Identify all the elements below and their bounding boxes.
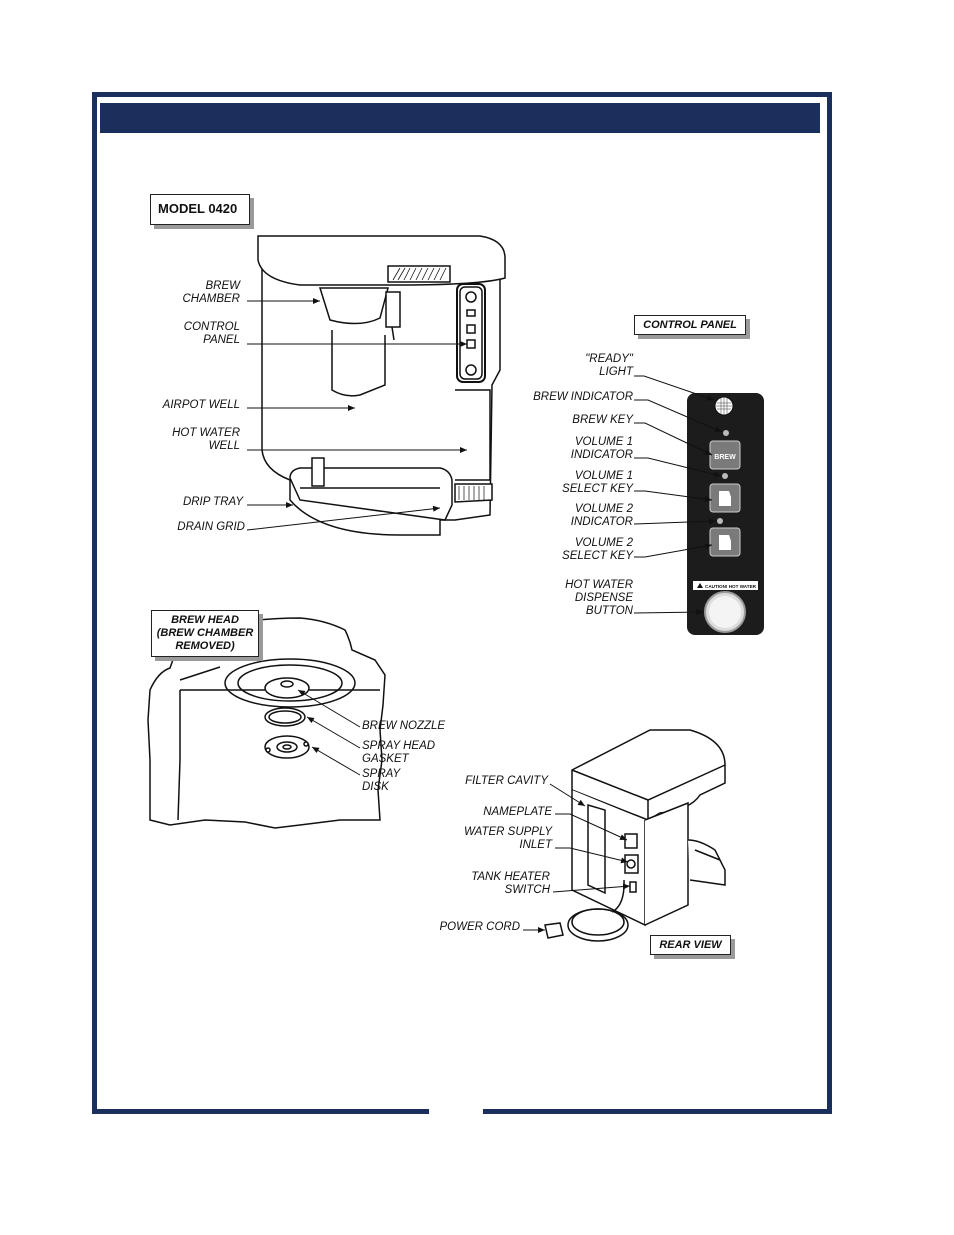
- brew-head-graphic: [147, 617, 386, 829]
- rear-view-graphic: [544, 729, 726, 942]
- caution-text: CAUTION! HOT WATER: [705, 584, 757, 589]
- label-drain-grid: DRAIN GRID: [177, 521, 245, 533]
- control-panel-leaders: [633, 375, 723, 616]
- brew-head-leaders: [297, 689, 361, 776]
- label-ready-light: "READY" LIGHT: [585, 353, 633, 378]
- rear-view-label-box: REAR VIEW: [650, 935, 731, 955]
- label-volume2-indicator: VOLUME 2 INDICATOR: [570, 503, 633, 528]
- control-panel-graphic: [687, 393, 764, 635]
- front-view-machine: [257, 235, 506, 536]
- label-tank-heater-switch: TANK HEATER SWITCH: [471, 871, 550, 896]
- frame-bottom-right: [483, 1109, 832, 1114]
- label-volume2-select-key: VOLUME 2 SELECT KEY: [562, 537, 633, 562]
- label-control-panel: CONTROL PANEL: [183, 321, 240, 346]
- brew-key-text: BREW: [714, 454, 736, 461]
- brew-head-label-box: BREW HEAD (BREW CHAMBER REMOVED): [151, 610, 259, 657]
- label-spray-head-gasket: SPRAY HEAD GASKET: [362, 740, 436, 765]
- label-volume1-select-key: VOLUME 1 SELECT KEY: [562, 470, 633, 495]
- page-frame: [92, 92, 832, 1114]
- label-airpot-well: AIRPOT WELL: [162, 399, 240, 411]
- label-power-cord: POWER CORD: [439, 921, 521, 933]
- label-hot-water-well: HOT WATER WELL: [172, 427, 240, 452]
- label-water-supply-inlet: WATER SUPPLY INLET: [464, 826, 552, 851]
- rear-view-leaders: [523, 783, 631, 933]
- label-drip-tray: DRIP TRAY: [182, 496, 243, 508]
- front-view-leaders: [246, 298, 467, 531]
- label-brew-chamber: BREW CHAMBER: [182, 280, 240, 305]
- model-label-box: MODEL 0420: [150, 194, 250, 225]
- label-filter-cavity: FILTER CAVITY: [465, 775, 548, 787]
- label-nameplate: NAMEPLATE: [483, 806, 552, 818]
- frame-bottom-left: [92, 1109, 429, 1114]
- label-brew-key: BREW KEY: [572, 414, 633, 426]
- header-bar: [100, 103, 820, 133]
- label-brew-nozzle: BREW NOZZLE: [362, 720, 446, 732]
- control-panel-label-box: CONTROL PANEL: [634, 315, 746, 335]
- label-spray-disk: SPRAY DISK: [362, 768, 401, 793]
- label-volume1-indicator: VOLUME 1 INDICATOR: [570, 436, 633, 461]
- label-hot-water-dispense-button: HOT WATER DISPENSE BUTTON: [565, 579, 633, 617]
- label-brew-indicator: BREW INDICATOR: [533, 391, 633, 403]
